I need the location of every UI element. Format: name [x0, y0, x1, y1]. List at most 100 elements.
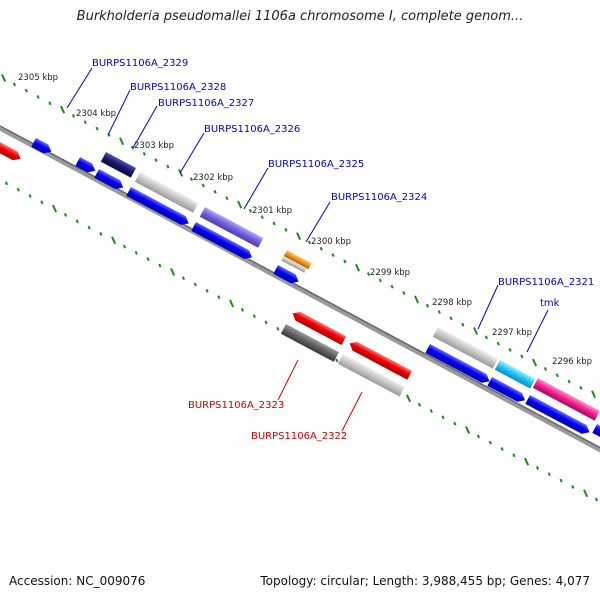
cds-forward-2326[interactable]	[126, 187, 191, 228]
ruler-tick	[484, 335, 489, 340]
ruler-tick	[225, 196, 229, 201]
feature-2322-grey[interactable]	[337, 354, 405, 397]
ruler-tick	[319, 246, 323, 251]
ruler-tick	[500, 447, 504, 451]
gene-label-2329[interactable]: BURPS1106A_2329	[92, 58, 188, 69]
ruler-tick	[142, 151, 146, 156]
feature-2320-pink[interactable]	[532, 378, 600, 421]
cds-forward-tmk[interactable]	[487, 377, 527, 405]
ruler-tick	[417, 402, 422, 407]
cds-forward-2321[interactable]	[425, 344, 492, 386]
ruler-tick	[122, 244, 127, 249]
cds-forward-2329[interactable]	[31, 138, 53, 156]
cds-reverse-edge[interactable]	[0, 142, 23, 163]
ruler-tick	[406, 394, 412, 403]
ruler-tick	[63, 213, 68, 217]
ruler-tick	[520, 354, 524, 359]
ruler-tick	[130, 145, 135, 150]
ruler-tick	[229, 299, 235, 308]
ruler-tick	[390, 284, 394, 289]
ruler-tick	[248, 208, 253, 213]
ruler-tick	[559, 478, 563, 483]
gene-label-2325[interactable]: BURPS1106A_2325	[268, 159, 364, 170]
ruler-tick	[276, 326, 280, 331]
cds-forward-2328a[interactable]	[75, 157, 97, 175]
feature-tmk-cyan[interactable]	[494, 360, 536, 389]
ruler-tick	[425, 303, 430, 308]
cds-forward-2328b[interactable]	[94, 169, 125, 192]
label-leaders	[66, 67, 549, 432]
ruler-label-2300: 2300 kbp	[311, 237, 351, 247]
ruler-tick	[532, 358, 538, 367]
feature-2323-dark[interactable]	[280, 324, 339, 362]
gene-label-2323[interactable]: BURPS1106A_2323	[188, 400, 284, 411]
ruler-tick	[146, 257, 150, 262]
cds-forward-2325[interactable]	[191, 222, 254, 262]
ruler-tick	[264, 320, 268, 325]
ruler-tick	[496, 341, 500, 346]
ruler-tick	[571, 485, 575, 489]
ruler-tick	[272, 221, 276, 226]
ruler-tick	[16, 187, 20, 192]
ruler-tick	[71, 114, 76, 118]
ruler-tick	[547, 472, 551, 477]
ruler-tick	[335, 358, 339, 363]
gene-label-2326[interactable]: BURPS1106A_2326	[204, 124, 300, 135]
ruler-label-2303: 2303 kbp	[134, 141, 174, 151]
feature-2325-purple[interactable]	[199, 207, 264, 248]
ruler-tick	[205, 288, 209, 293]
feature-2327[interactable]	[100, 152, 137, 178]
ruler-tick	[543, 367, 548, 371]
ruler-tick	[583, 489, 589, 498]
gene-label-2327[interactable]: BURPS1106A_2327	[158, 98, 254, 109]
ruler-tick	[453, 421, 457, 426]
accession-text: Accession: NC_009076	[9, 574, 146, 588]
gene-label-2324[interactable]: BURPS1106A_2324	[331, 192, 427, 203]
cds-forward-edge[interactable]	[592, 424, 600, 442]
feature-track[interactable]	[0, 138, 600, 442]
gene-label-2328[interactable]: BURPS1106A_2328	[130, 82, 226, 93]
ruler-tick	[52, 204, 58, 213]
ruler-tick	[154, 158, 158, 163]
ruler-tick	[296, 232, 302, 241]
ruler-tick	[260, 215, 264, 220]
cds-reverse-2323[interactable]	[290, 309, 347, 346]
ruler-tick	[240, 307, 245, 312]
ruler-tick	[181, 276, 186, 281]
ruler-tick	[535, 466, 540, 470]
ruler-tick	[437, 310, 441, 314]
ruler-label-2304: 2304 kbp	[76, 109, 116, 119]
ruler-label-2305: 2305 kbp	[18, 73, 58, 83]
ruler-tick	[1, 74, 7, 82]
gene-label-tmk[interactable]: tmk	[540, 298, 560, 309]
cds-forward-2320[interactable]	[525, 395, 592, 437]
ruler-tick	[591, 390, 597, 399]
ruler-tick	[567, 379, 571, 384]
ruler-tick	[476, 434, 481, 439]
ruler-tick	[429, 409, 433, 413]
cds-reverse-2322[interactable]	[347, 339, 413, 380]
gene-label-2322[interactable]: BURPS1106A_2322	[251, 431, 347, 442]
ruler-tick	[414, 295, 420, 304]
ruler-tick	[555, 373, 559, 378]
ruler-tick	[594, 497, 599, 502]
ruler-tick	[83, 120, 87, 125]
cds-forward-2324[interactable]	[273, 265, 301, 286]
gene-label-2321[interactable]: BURPS1106A_2321	[498, 277, 594, 288]
ruler-tick	[252, 314, 256, 319]
ruler-tick	[95, 126, 99, 131]
feature-2321-grey[interactable]	[432, 327, 499, 369]
ruler-tick	[36, 95, 40, 99]
ruler-tick	[111, 236, 117, 245]
feature-2326-grey[interactable]	[134, 172, 199, 213]
ruler-tick	[119, 137, 125, 146]
ruler-tick	[378, 278, 382, 283]
ruler-tick	[508, 348, 512, 352]
ruler-tick	[284, 227, 288, 232]
ruler-tick	[449, 316, 453, 321]
ruler-tick	[24, 88, 28, 93]
ruler-tick	[465, 426, 471, 434]
feature-2324-orange[interactable]	[281, 250, 312, 274]
ruler-tick	[40, 200, 44, 205]
